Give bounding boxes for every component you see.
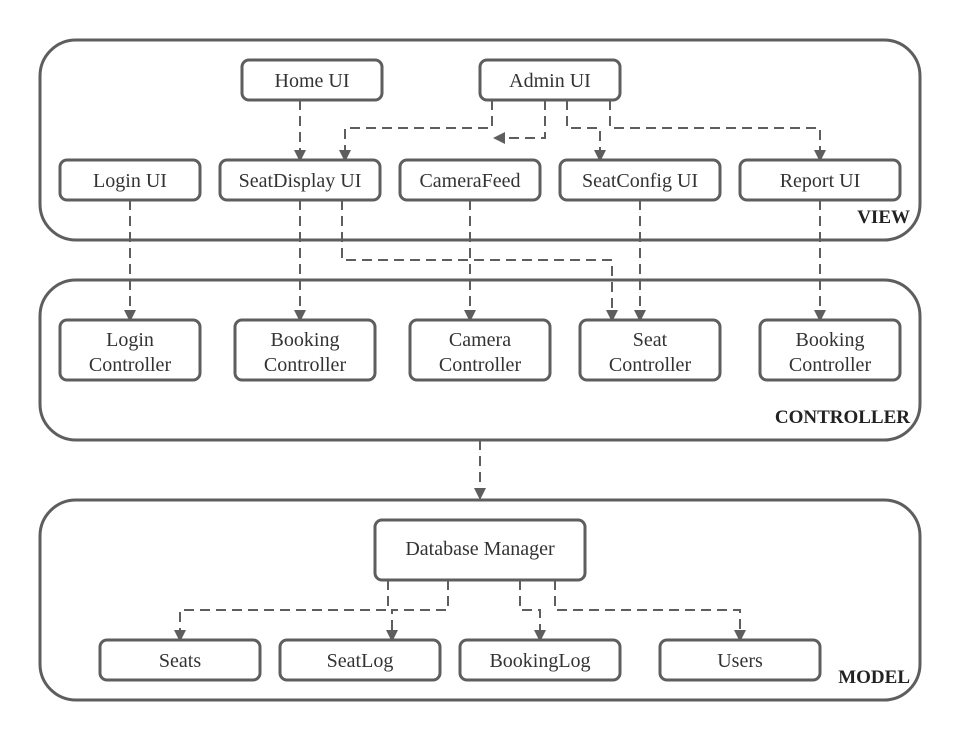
seatlog-box [278,638,442,682]
booking-controller-2-box [758,318,902,382]
users-label: Users [717,650,763,672]
admin-ui-label: Admin UI [509,70,591,92]
login-controller-label-line1: Login [106,329,154,351]
booking-controller-1-box [233,318,377,382]
seats-box [98,638,262,682]
bookinglog-label: BookingLog [489,650,590,672]
edge-dbmanager-to-bookinglog [519,580,546,642]
edge-dbmanager-to-users [554,580,746,642]
home-ui-box [240,58,384,102]
seats-label: Seats [159,650,201,672]
seatlog-label: SeatLog [327,650,394,672]
camerafeed-box [398,158,542,202]
seatconfig-ui-box [558,158,722,202]
report-ui-box [738,158,902,202]
login-controller-label-line2: Controller [89,354,172,376]
edge-admin-to-report [609,100,826,162]
booking-controller-1-label-line1: Booking [271,329,340,351]
seat-controller-box [578,318,722,382]
seatdisplay-ui-box [218,158,382,202]
camera-controller-label-line1: Camera [449,329,511,351]
login-controller-box [58,318,202,382]
view-layer-label: VIEW [857,207,910,228]
login-ui-label: Login UI [93,170,167,192]
database-manager-label: Database Manager [405,538,555,560]
camera-controller-box [408,318,552,382]
edge-dbmanager-to-seats [174,580,389,642]
edge-admin-to-camerafeed [493,100,546,144]
edge-seatdisplay-to-seat-controller [341,200,618,322]
booking-controller-2-label-line2: Controller [789,354,872,376]
database-manager-box [373,518,587,582]
seat-controller-label-line2: Controller [609,354,692,376]
camera-controller-label-line2: Controller [439,354,522,376]
booking-controller-2-label-line1: Booking [796,329,865,351]
home-ui-label: Home UI [275,70,350,92]
login-ui-box [58,158,202,202]
users-box [658,638,822,682]
edge-dbmanager-to-seatlog [386,580,449,642]
seatconfig-ui-label: SeatConfig UI [582,170,698,192]
seatdisplay-ui-label: SeatDisplay UI [239,170,362,192]
seat-controller-label-line1: Seat [633,329,668,351]
model-layer-label: MODEL [838,667,910,688]
booking-controller-1-label-line2: Controller [264,354,347,376]
admin-ui-box [478,58,622,102]
bookinglog-box [458,638,622,682]
report-ui-label: Report UI [780,170,861,192]
camerafeed-label: CameraFeed [419,170,520,192]
controller-layer-label: CONTROLLER [775,407,910,428]
edge-admin-to-seatdisplay [339,100,493,162]
